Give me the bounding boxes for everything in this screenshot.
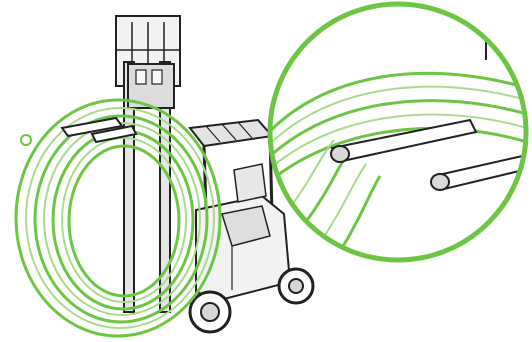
forklift-front-wheel (190, 292, 230, 332)
pipe-end (21, 135, 31, 145)
magnifier-lens (262, 4, 532, 260)
forklift-rear-wheel (279, 269, 313, 303)
